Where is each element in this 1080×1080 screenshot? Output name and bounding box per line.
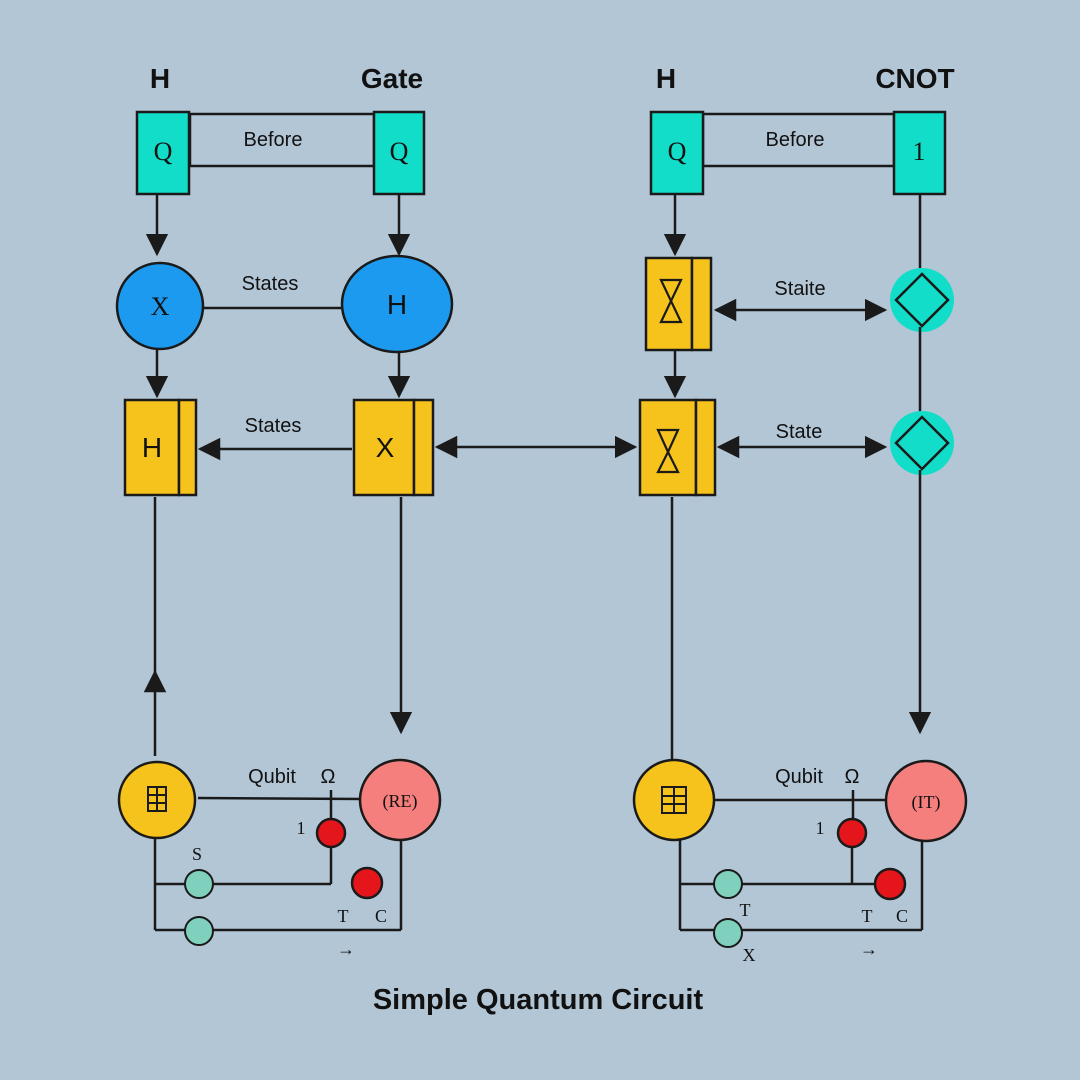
right-one-box-label: 1 <box>913 137 926 166</box>
left-mint-dot-2 <box>184 916 214 946</box>
left-qubit-label: Qubit <box>248 766 296 788</box>
header-h-right: H <box>656 63 676 94</box>
left-q-box-2-label: Q <box>390 137 409 166</box>
right-diamond-2 <box>894 415 950 471</box>
left-h-ellipse <box>340 254 454 354</box>
header-h-left: H <box>150 63 170 94</box>
left-register-icon <box>147 786 167 812</box>
left-x-circle-label: X <box>151 292 170 321</box>
left-t-label: T <box>338 906 349 926</box>
right-state-mid-label: State <box>776 421 823 443</box>
right-one-label: 1 <box>816 818 825 838</box>
right-lower-gate-bar <box>694 398 717 497</box>
right-qubit-label: Qubit <box>775 766 823 788</box>
right-upper-hourglass-icon <box>659 278 683 324</box>
header-gate: Gate <box>361 63 423 94</box>
left-x-box-label: X <box>376 432 395 463</box>
right-lower-gate-box <box>638 398 698 497</box>
right-t-label-1: T <box>740 900 751 920</box>
right-lower-hourglass-icon <box>656 428 680 474</box>
left-before-label: Before <box>244 129 303 151</box>
left-one-label: 1 <box>297 818 306 838</box>
left-red-dot-1 <box>315 817 347 849</box>
left-states-top-label: States <box>242 273 299 295</box>
right-register-icon <box>661 786 687 814</box>
left-c-label: C <box>375 906 387 926</box>
diagram-title: Simple Quantum Circuit <box>373 984 704 1016</box>
left-x-box-bar <box>412 398 435 497</box>
left-s-label: S <box>192 844 202 864</box>
right-q-box <box>649 110 705 196</box>
right-red-dot-2 <box>873 867 907 901</box>
right-salmon-label: (IT) <box>912 792 941 813</box>
right-state-top-label: Staite <box>774 278 825 300</box>
right-t-label-2: T <box>862 906 873 926</box>
right-x-label: X <box>743 945 756 965</box>
right-omega-label: Ω <box>845 766 860 788</box>
left-x-circle <box>115 261 205 351</box>
left-h-box-label: H <box>142 432 162 463</box>
left-h-ellipse-label: H <box>387 289 407 320</box>
left-h-box-bar <box>177 398 198 497</box>
left-salmon-label: (RE) <box>383 791 418 812</box>
right-arrow-glyph: → <box>860 939 878 959</box>
left-omega-label: Ω <box>321 766 336 788</box>
left-arrow-glyph: → <box>337 939 355 959</box>
left-red-dot-2 <box>350 866 384 900</box>
right-q-box-label: Q <box>668 137 687 166</box>
header-cnot: CNOT <box>875 63 954 94</box>
right-mint-dot-1 <box>713 869 743 899</box>
left-q-box-2 <box>372 110 426 196</box>
right-diamond-1 <box>894 272 950 328</box>
right-red-dot-1 <box>836 817 868 849</box>
left-states-mid-label: States <box>245 415 302 437</box>
left-q-box-1-label: Q <box>154 137 173 166</box>
left-mint-dot-1 <box>184 869 214 899</box>
right-c-label: C <box>896 906 908 926</box>
right-one-box <box>892 110 947 196</box>
left-q-box-1 <box>135 110 191 196</box>
right-mint-dot-2 <box>713 918 743 948</box>
left-qubit-wire <box>197 796 363 801</box>
right-before-label: Before <box>766 129 825 151</box>
right-salmon-circle <box>884 759 968 843</box>
right-upper-gate-bar <box>690 256 713 352</box>
